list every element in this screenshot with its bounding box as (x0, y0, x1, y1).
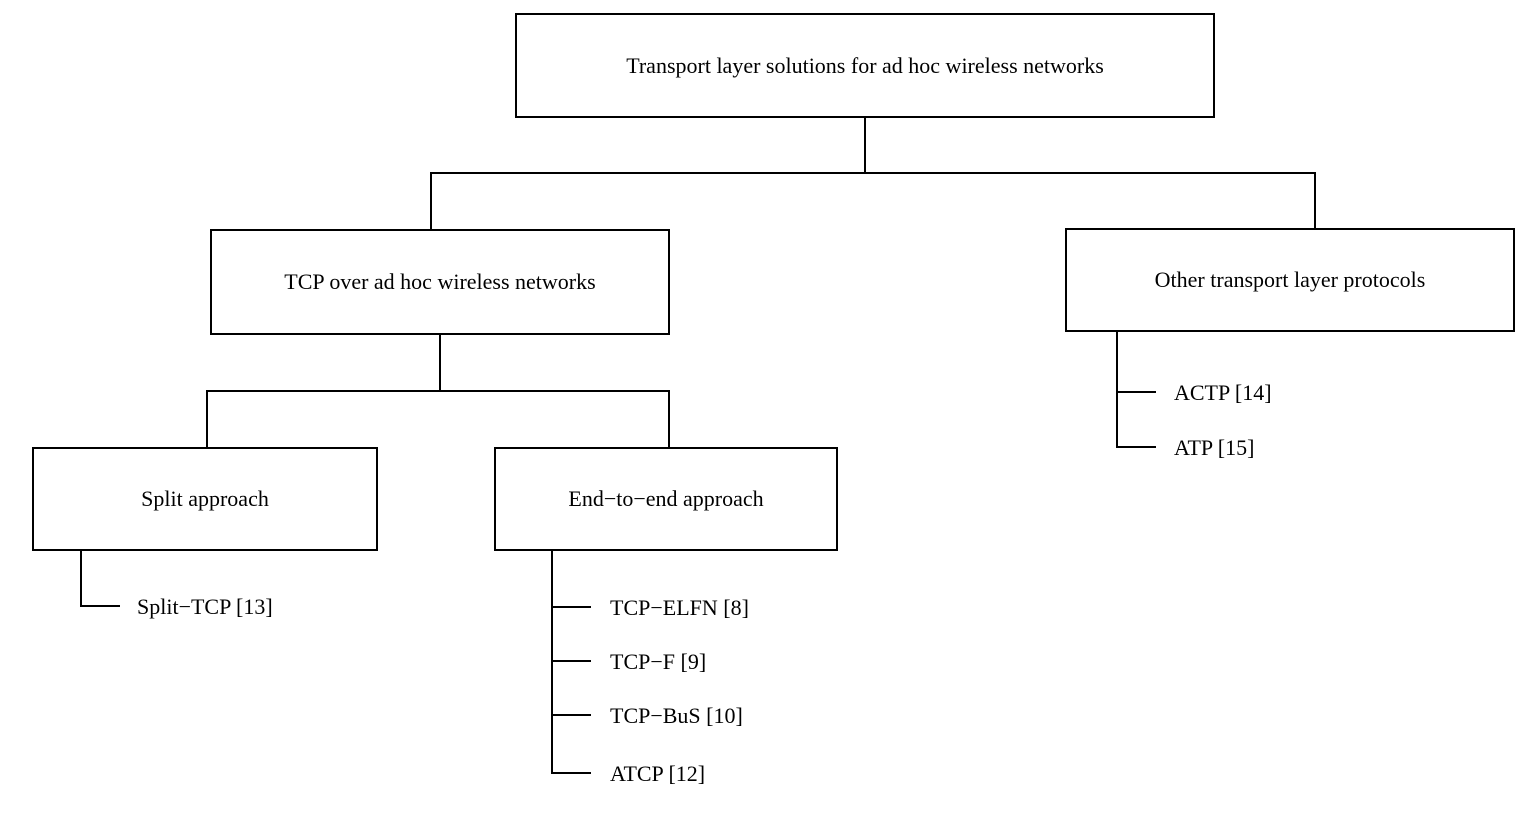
other-transport-branch-node: Other transport layer protocols (1065, 228, 1515, 332)
leaf-label-actp: ACTP [14] (1174, 380, 1272, 405)
connector-level3-rail (206, 390, 670, 392)
leaf-label-tcp-elfn: TCP−ELFN [8] (610, 595, 749, 620)
connector-tcp-stem (439, 335, 441, 392)
end-to-end-approach-node: End−to−end approach (494, 447, 838, 551)
connector-to-other-branch (1314, 172, 1316, 228)
connector-other-leaf-stem (1116, 332, 1118, 448)
connector-split-leaf-stem (80, 551, 82, 607)
split-approach-node: Split approach (32, 447, 378, 551)
leaf-label-split-tcp: Split−TCP [13] (137, 594, 273, 619)
leaf-label-atcp: ATCP [12] (610, 761, 706, 786)
connector-level2-rail (430, 172, 1316, 174)
leaf-tick (80, 605, 120, 607)
connector-e2e-leaf-stem (551, 551, 553, 774)
leaf-label-tcp-f: TCP−F [9] (610, 649, 707, 674)
connector-to-end-to-end (668, 390, 670, 447)
connector-root-stem (864, 118, 866, 174)
connector-to-tcp-branch (430, 172, 432, 229)
leaf-tick (551, 606, 591, 608)
leaf-tick (1116, 391, 1156, 393)
leaf-tick (551, 660, 591, 662)
root-node: Transport layer solutions for ad hoc wir… (515, 13, 1215, 118)
leaf-tick (1116, 446, 1156, 448)
leaf-label-tcp-bus: TCP−BuS [10] (610, 703, 743, 728)
connector-to-split (206, 390, 208, 447)
leaf-label-atp: ATP [15] (1174, 435, 1255, 460)
tcp-branch-node: TCP over ad hoc wireless networks (210, 229, 670, 335)
leaf-tick (551, 714, 591, 716)
leaf-tick (551, 772, 591, 774)
